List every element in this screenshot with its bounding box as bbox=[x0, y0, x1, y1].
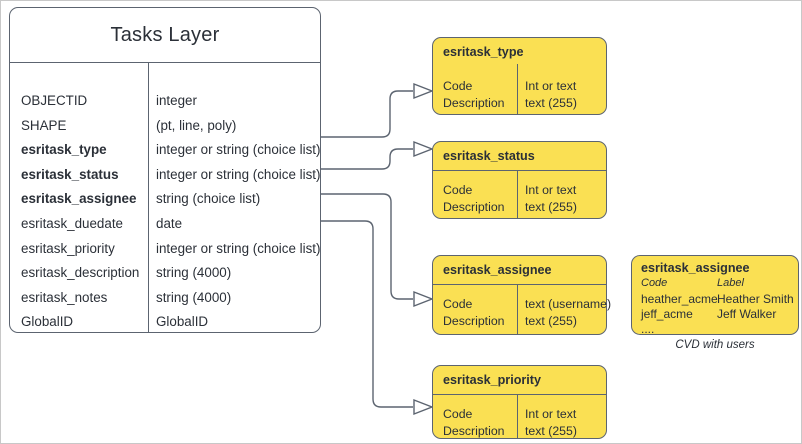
domain-right-line: text (username) bbox=[525, 297, 612, 311]
field-name: esritask_priority bbox=[21, 240, 115, 256]
table-row[interactable]: esritask_description string (4000) bbox=[10, 265, 320, 290]
domain-box-status[interactable]: esritask_status Code Description Int or … bbox=[432, 141, 607, 219]
table-row[interactable]: esritask_assignee string (choice list) bbox=[10, 191, 320, 216]
domain-title: esritask_status bbox=[443, 149, 535, 163]
field-type: string (choice list) bbox=[156, 191, 261, 207]
field-type: integer or string (choice list) bbox=[156, 142, 321, 158]
cvd-code: .... bbox=[641, 322, 655, 336]
cvd-label: Jeff Walker bbox=[717, 307, 777, 321]
field-type: integer or string (choice list) bbox=[156, 166, 321, 182]
arrow-status bbox=[413, 140, 434, 158]
domain-left-line: Description bbox=[443, 424, 505, 438]
field-name: SHAPE bbox=[21, 117, 67, 133]
domain-box-priority[interactable]: esritask_priority Code Description Int o… bbox=[432, 365, 607, 439]
field-name: esritask_assignee bbox=[21, 191, 137, 207]
field-name: OBJECTID bbox=[21, 93, 88, 108]
cvd-code: heather_acme bbox=[641, 292, 718, 306]
domain-left-line: Code bbox=[443, 407, 473, 421]
field-name: esritask_type bbox=[21, 142, 107, 158]
arrow-assignee bbox=[413, 290, 434, 308]
field-name: GlobalID bbox=[21, 314, 74, 330]
domain-left-line: Description bbox=[443, 96, 505, 110]
connector-type bbox=[321, 90, 413, 138]
field-type: GlobalID bbox=[156, 314, 209, 330]
domain-title: esritask_priority bbox=[443, 373, 542, 387]
field-name: esritask_status bbox=[21, 166, 119, 182]
table-row[interactable]: OBJECTID integer bbox=[10, 93, 320, 118]
domain-box-type[interactable]: esritask_type Code Description Int or te… bbox=[432, 37, 607, 115]
field-type: string (4000) bbox=[156, 289, 232, 305]
domain-right-column: Int or text text (255) bbox=[525, 78, 577, 112]
domain-left-line: Description bbox=[443, 314, 505, 328]
domain-right-line: Int or text bbox=[525, 183, 577, 197]
domain-header-divider bbox=[433, 394, 606, 395]
domain-left-line: Code bbox=[443, 183, 473, 197]
entity-header-divider bbox=[10, 62, 320, 63]
domain-right-column: Int or text text (255) bbox=[525, 182, 577, 216]
table-row[interactable]: esritask_notes string (4000) bbox=[10, 290, 320, 315]
domain-column-divider bbox=[517, 170, 518, 218]
domain-left-column: Code Description bbox=[443, 182, 505, 216]
domain-left-line: Description bbox=[443, 200, 505, 214]
cvd-col-header-code: Code bbox=[641, 277, 668, 289]
arrow-type bbox=[413, 82, 434, 100]
field-type: string (4000) bbox=[156, 265, 232, 281]
field-list: OBJECTID integer SHAPE (pt, line, poly) … bbox=[10, 62, 320, 332]
domain-right-line: Int or text bbox=[525, 79, 577, 93]
field-type: integer bbox=[156, 93, 197, 108]
field-name: esritask_duedate bbox=[21, 215, 123, 231]
table-row[interactable]: esritask_type integer or string (choice … bbox=[10, 142, 320, 167]
domain-title: esritask_assignee bbox=[443, 263, 552, 277]
cvd-values-box[interactable]: esritask_assignee Code Label heather_acm… bbox=[631, 255, 799, 336]
connector-assignee bbox=[321, 193, 413, 300]
field-type: (pt, line, poly) bbox=[156, 117, 237, 133]
table-row[interactable]: SHAPE (pt, line, poly) bbox=[10, 118, 320, 143]
domain-column-divider bbox=[517, 64, 518, 114]
domain-left-line: Code bbox=[443, 79, 473, 93]
domain-box-assignee[interactable]: esritask_assignee Code Description text … bbox=[432, 255, 611, 335]
arrow-priority bbox=[413, 398, 434, 416]
domain-left-column: Code Description bbox=[443, 406, 505, 440]
cvd-title: esritask_assignee bbox=[641, 261, 750, 275]
domain-right-column: Int or text text (255) bbox=[525, 406, 577, 440]
domain-right-line: text (255) bbox=[525, 96, 577, 110]
domain-right-line: text (255) bbox=[525, 424, 577, 438]
domain-left-column: Code Description bbox=[443, 296, 505, 330]
domain-right-line: Int or text bbox=[525, 407, 577, 421]
entity-column-divider bbox=[148, 62, 149, 332]
domain-column-divider bbox=[517, 284, 518, 334]
domain-left-line: Code bbox=[443, 297, 473, 311]
cvd-caption: CVD with users bbox=[675, 339, 755, 351]
field-name: esritask_description bbox=[21, 265, 140, 281]
cvd-code: jeff_acme bbox=[641, 307, 693, 321]
domain-right-line: text (255) bbox=[525, 200, 577, 214]
tasks-layer-entity[interactable]: Tasks Layer OBJECTID integer SHAPE (pt, … bbox=[9, 7, 321, 333]
cvd-label: Heather Smith bbox=[717, 292, 794, 306]
field-type: integer or string (choice list) bbox=[156, 240, 321, 256]
domain-right-line: text (255) bbox=[525, 314, 577, 328]
page-title: Tasks Layer bbox=[110, 24, 220, 46]
connector-status bbox=[321, 148, 413, 170]
domain-left-column: Code Description bbox=[443, 78, 505, 112]
table-row[interactable]: esritask_priority integer or string (cho… bbox=[10, 241, 320, 266]
domain-header-divider bbox=[433, 284, 606, 285]
connector-priority bbox=[321, 220, 413, 408]
table-row[interactable]: GlobalID GlobalID bbox=[10, 314, 320, 339]
domain-header-divider bbox=[433, 170, 606, 171]
cvd-col-header-label: Label bbox=[717, 277, 744, 289]
domain-title: esritask_type bbox=[443, 45, 524, 59]
field-name: esritask_notes bbox=[21, 289, 108, 305]
domain-column-divider bbox=[517, 394, 518, 438]
domain-right-column: text (username) text (255) bbox=[525, 296, 611, 330]
field-type: date bbox=[156, 215, 183, 231]
table-row[interactable]: esritask_status integer or string (choic… bbox=[10, 167, 320, 192]
table-row[interactable]: esritask_duedate date bbox=[10, 216, 320, 241]
